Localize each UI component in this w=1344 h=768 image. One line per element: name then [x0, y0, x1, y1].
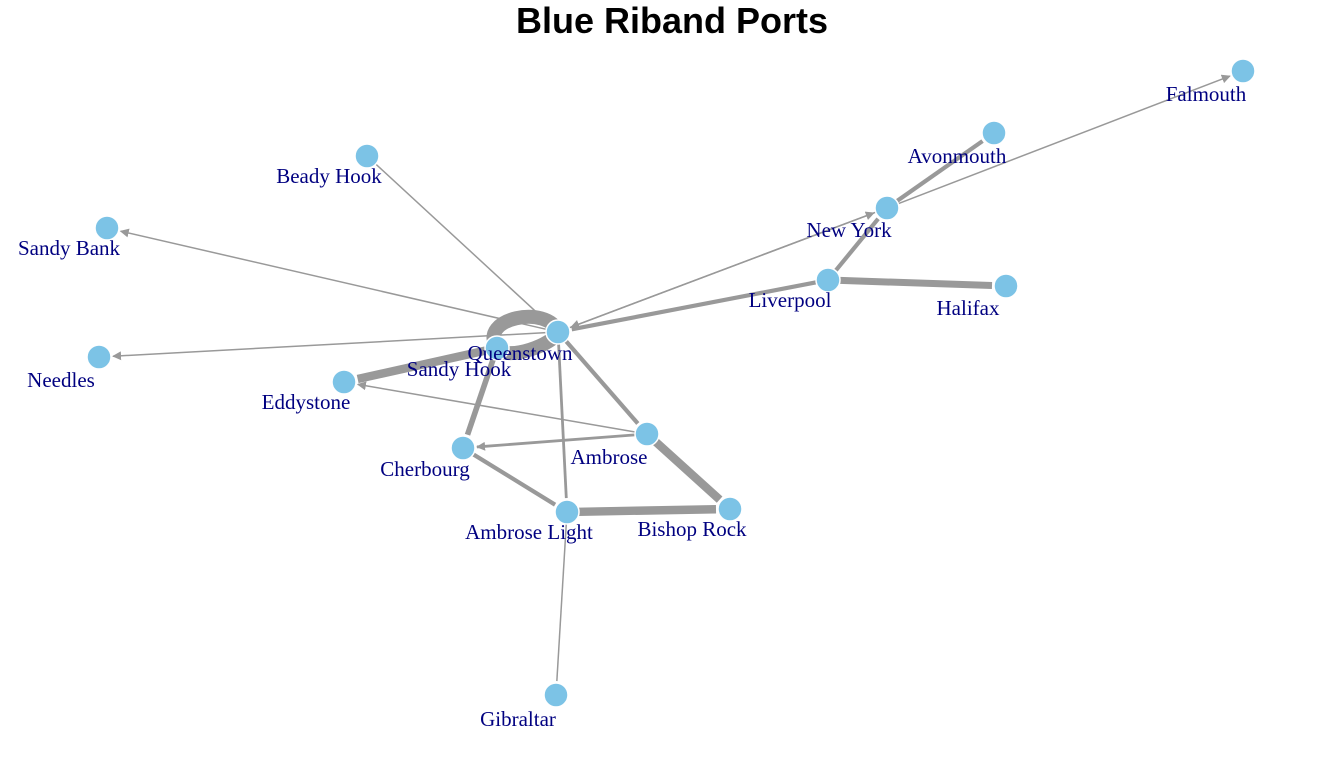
node-sandy-hook[interactable]: [484, 335, 510, 361]
node-label-bishop-rock: Bishop Rock: [637, 517, 747, 541]
edges-layer: [112, 74, 1231, 682]
edge-sandy-hook-cherbourg: [464, 358, 496, 436]
edge-queenstown-sandy-bank: [119, 228, 547, 331]
node-label-eddystone: Eddystone: [262, 390, 351, 414]
node-gibraltar[interactable]: [543, 682, 569, 708]
node-falmouth[interactable]: [1230, 58, 1256, 84]
node-label-liverpool: Liverpool: [749, 288, 832, 312]
node-label-halifax: Halifax: [937, 296, 1000, 320]
node-label-sandy-hook: Sandy Hook: [407, 357, 512, 381]
edge-ambrose-cherbourg: [476, 433, 636, 451]
edge-new-york-falmouth: [897, 74, 1231, 205]
node-label-cherbourg: Cherbourg: [380, 457, 470, 481]
node-label-beady-hook: Beady Hook: [276, 164, 382, 188]
node-label-sandy-bank: Sandy Bank: [18, 236, 121, 260]
edge-ambrose-light-gibraltar: [556, 523, 568, 682]
node-label-needles: Needles: [27, 368, 95, 392]
node-sandy-bank[interactable]: [94, 215, 120, 241]
edge-liverpool-halifax: [839, 276, 993, 290]
node-label-new-york: New York: [806, 218, 892, 242]
node-new-york[interactable]: [874, 195, 900, 221]
node-label-gibraltar: Gibraltar: [480, 707, 556, 731]
edge-new-york-avonmouth: [895, 139, 984, 203]
edge-ambrose-eddystone: [356, 381, 636, 433]
edge-cherbourg-ambrose-light: [472, 452, 557, 507]
node-liverpool[interactable]: [815, 267, 841, 293]
node-needles[interactable]: [86, 344, 112, 370]
node-halifax[interactable]: [993, 273, 1019, 299]
node-ambrose-light[interactable]: [554, 499, 580, 525]
edge-ambrose-light-bishop-rock: [578, 505, 717, 516]
edge-beady-hook-queenstown: [375, 163, 549, 324]
edge-queenstown-ambrose-light: [557, 343, 568, 499]
edge-queenstown-needles: [112, 331, 547, 361]
chart-title: Blue Riband Ports: [516, 0, 828, 41]
node-label-queenstown: Queenstown: [468, 341, 573, 365]
node-bishop-rock[interactable]: [717, 496, 743, 522]
nodes-layer: [86, 58, 1256, 708]
node-cherbourg[interactable]: [450, 435, 476, 461]
node-avonmouth[interactable]: [981, 120, 1007, 146]
node-ambrose[interactable]: [634, 421, 660, 447]
edge-liverpool-new-york: [833, 217, 880, 273]
node-queenstown[interactable]: [545, 319, 571, 345]
node-label-ambrose-light: Ambrose Light: [465, 520, 593, 544]
node-beady-hook[interactable]: [354, 143, 380, 169]
node-eddystone[interactable]: [331, 369, 357, 395]
edge-liverpool-queenstown: [571, 280, 817, 332]
node-label-falmouth: Falmouth: [1166, 82, 1247, 106]
edge-sandy-hook-eddystone: [356, 346, 487, 384]
node-label-ambrose: Ambrose: [571, 445, 648, 469]
edge-queenstown-ambrose: [564, 339, 640, 425]
edge-queenstown-new-york: [568, 211, 875, 329]
edge-ambrose-bishop-rock: [653, 438, 723, 503]
node-label-avonmouth: Avonmouth: [908, 144, 1007, 168]
